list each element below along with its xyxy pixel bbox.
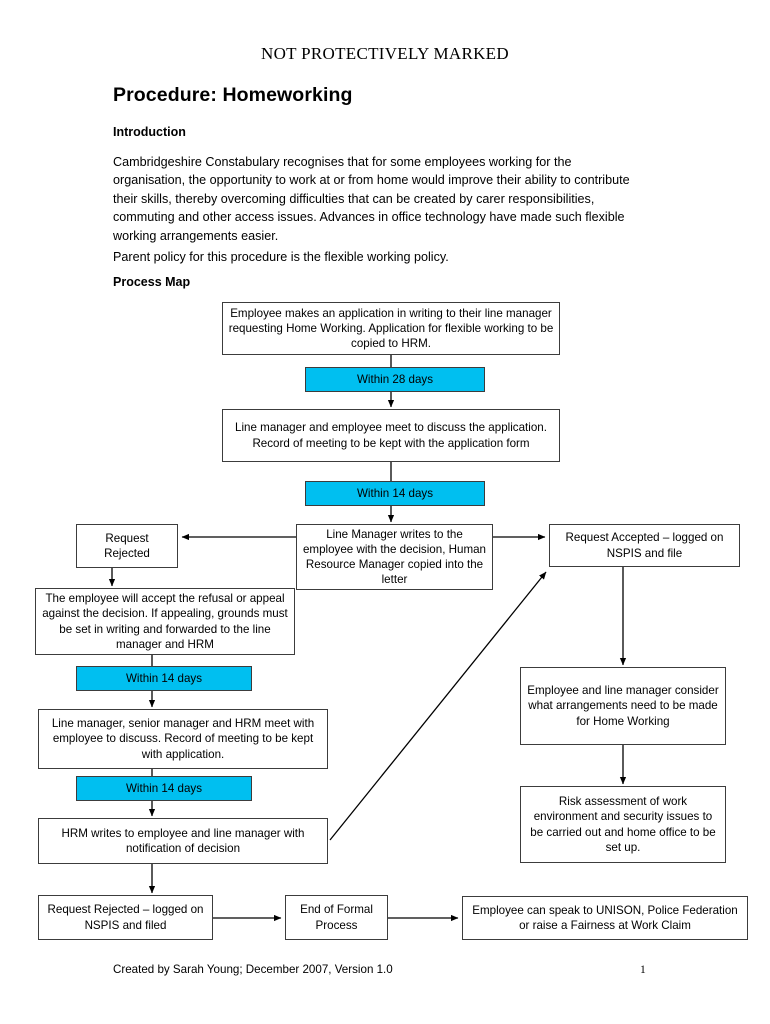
flow-node-hrm-writes: HRM writes to employee and line manager … [38,818,328,864]
paragraph-introduction: Cambridgeshire Constabulary recognises t… [113,155,630,243]
edge-hrm-accepted [329,571,547,841]
flow-node-timer-14-days-b: Within 14 days [76,666,252,691]
paragraph-parent-policy: Parent policy for this procedure is the … [113,250,449,264]
page-title: Procedure: Homeworking [113,84,353,106]
flow-node-end-of-process: End of Formal Process [285,895,388,940]
flow-node-accept-or-appeal: The employee will accept the refusal or … [35,588,295,655]
flow-node-timer-28-days: Within 28 days [305,367,485,392]
flow-node-arrangements: Employee and line manager consider what … [520,667,726,745]
flow-node-decision-letter: Line Manager writes to the employee with… [296,524,493,590]
footer-page-number: 1 [640,963,646,976]
heading-process-map: Process Map [113,275,191,289]
flow-node-unison: Employee can speak to UNISON, Police Fed… [462,896,748,940]
flow-node-timer-14-days-a: Within 14 days [305,481,485,506]
footer-credit: Created by Sarah Young; December 2007, V… [113,963,393,976]
flow-node-appeal-meeting: Line manager, senior manager and HRM mee… [38,709,328,769]
flow-node-rejected-logged: Request Rejected – logged on NSPIS and f… [38,895,213,940]
flow-node-request-rejected: Request Rejected [76,524,178,568]
classification-banner: NOT PROTECTIVELY MARKED [261,44,509,63]
flow-node-meeting: Line manager and employee meet to discus… [222,409,560,462]
heading-introduction: Introduction [113,125,186,139]
flow-node-application: Employee makes an application in writing… [222,302,560,355]
flow-node-risk-assessment: Risk assessment of work environment and … [520,786,726,863]
flow-node-request-accepted: Request Accepted – logged on NSPIS and f… [549,524,740,567]
flow-node-timer-14-days-c: Within 14 days [76,776,252,801]
